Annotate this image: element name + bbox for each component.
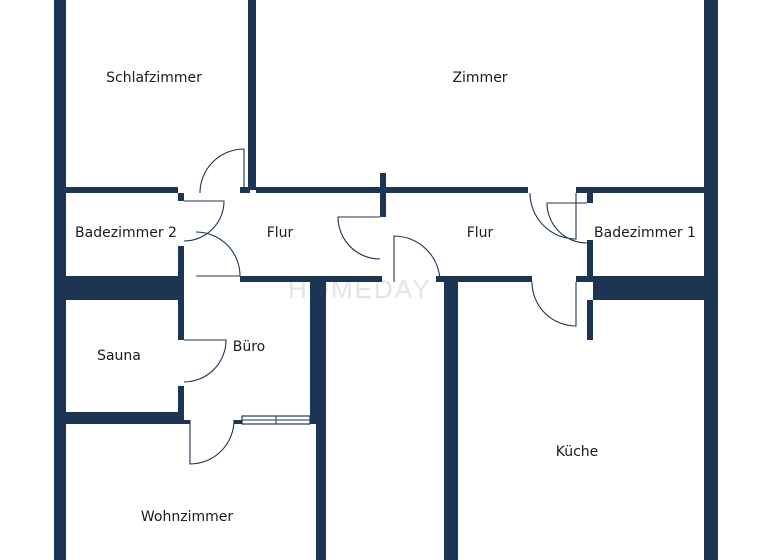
- door-schlafzimmer: [199, 148, 245, 194]
- door-sauna: [183, 339, 227, 383]
- wall-buero-right: [310, 282, 316, 420]
- wall-bad1-left-top: [587, 193, 593, 203]
- wall-buero-left-b: [178, 386, 184, 420]
- room-label-flur-right: Flur: [467, 225, 494, 241]
- outer-wall-right: [704, 0, 718, 560]
- room-labels: Schlafzimmer Zimmer Badezimmer 2 Flur Fl…: [75, 70, 696, 525]
- room-label-flur-left: Flur: [267, 225, 294, 241]
- wall-bad1-kueche: [593, 276, 704, 300]
- wall-bad2-sauna: [66, 276, 178, 300]
- room-label-badezimmer1: Badezimmer 1: [594, 225, 696, 241]
- room-label-schlafzimmer: Schlafzimmer: [106, 70, 202, 86]
- wall-buero-left-a: [178, 282, 184, 340]
- wall-shaft-right: [444, 282, 458, 560]
- wall-bad1-left-bottom: [587, 240, 593, 276]
- room-label-kueche: Küche: [556, 444, 599, 460]
- room-label-buero: Büro: [233, 339, 266, 355]
- wall-wohnzimmer-top-b: [234, 420, 242, 424]
- door-zimmer: [529, 192, 577, 240]
- wall-h-under-schlafzimmer-b: [240, 187, 250, 193]
- wall-schlafzimmer-zimmer: [248, 0, 256, 190]
- outer-wall-left: [54, 0, 66, 560]
- door-wohnzimmer: [189, 419, 235, 465]
- wall-h-under-schlafzimmer-a: [66, 187, 178, 193]
- wall-flur-bottom-d: [576, 276, 593, 282]
- doors: [183, 148, 588, 465]
- wall-h-under-zimmer-b: [576, 187, 704, 193]
- wall-wohnzimmer-top-c: [310, 420, 316, 424]
- wall-flur-divider-stub: [380, 173, 386, 217]
- wall-shaft-left: [316, 282, 326, 560]
- room-label-badezimmer2: Badezimmer 2: [75, 225, 177, 241]
- wall-kueche-door-stub: [587, 300, 593, 340]
- wall-sauna-bottom: [66, 412, 184, 420]
- door-flur-flur: [337, 216, 381, 260]
- door-flur-shaft: [393, 235, 441, 283]
- walls: [54, 0, 718, 560]
- room-label-wohnzimmer: Wohnzimmer: [141, 509, 233, 525]
- wall-flur-bottom-c: [436, 276, 532, 282]
- window-wohnzimmer: [241, 415, 311, 425]
- wall-flur-bottom-a: [178, 276, 184, 282]
- wall-bad2-right-top: [178, 193, 184, 201]
- wall-wohnzimmer-top-a: [66, 420, 190, 424]
- door-kueche: [531, 281, 577, 327]
- door-badezimmer1: [546, 202, 588, 244]
- door-flur-buero: [195, 231, 241, 277]
- room-label-zimmer: Zimmer: [452, 70, 507, 86]
- wall-bad2-right-bottom: [178, 246, 184, 276]
- wall-flur-bottom-b: [240, 276, 382, 282]
- door-badezimmer2: [183, 200, 225, 242]
- room-label-sauna: Sauna: [97, 348, 141, 364]
- wall-h-under-zimmer-a: [256, 187, 528, 193]
